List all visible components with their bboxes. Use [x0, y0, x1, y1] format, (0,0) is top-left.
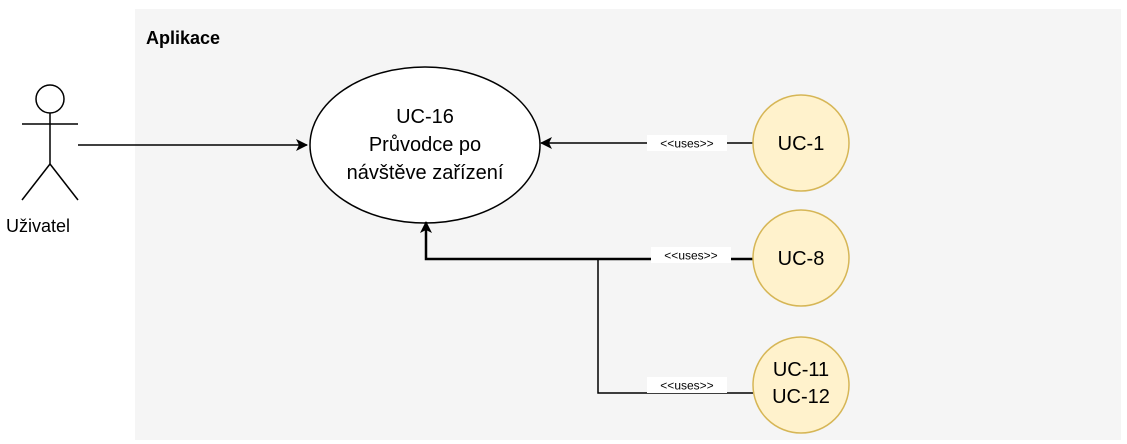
- use-case-uc16-line-1: UC-16: [396, 106, 454, 128]
- use-case-uc1: UC-1: [752, 94, 850, 192]
- relation-uc8-label-bg: [651, 247, 731, 263]
- relation-uc1-label: <<uses>>: [660, 137, 713, 151]
- relation-uc11-label: <<uses>>: [660, 379, 713, 393]
- use-case-uc8: UC-8: [752, 209, 850, 307]
- use-case-uc16: UC-16 Průvodce po návštěve zařízení: [309, 66, 541, 224]
- actor-left-leg: [21, 163, 51, 201]
- use-case-uc11-label: UC-11: [773, 359, 829, 381]
- relation-uc8-uc11: <<uses>> <<uses>>: [420, 221, 753, 394]
- use-case-uc16-line-3: návštěve zařízení: [347, 162, 504, 184]
- actor-figure: [21, 84, 79, 201]
- use-case-uc8-shape: [752, 209, 850, 307]
- use-case-uc1-label: UC-1: [778, 133, 825, 155]
- system-boundary: [135, 9, 1121, 440]
- use-case-uc8-label: UC-8: [778, 248, 825, 270]
- relation-uc8-line: [420, 221, 753, 261]
- relation-uc11-line: [597, 259, 753, 394]
- actor-head: [35, 84, 65, 114]
- actor-right-leg: [49, 163, 79, 201]
- relation-uc1: <<uses>>: [540, 135, 753, 151]
- use-case-uc11-uc12: UC-11 UC-12: [752, 336, 850, 434]
- use-case-uc11-uc12-shape: [752, 336, 850, 434]
- actor-label: Uživatel: [6, 216, 71, 236]
- relation-uc8-label: <<uses>>: [664, 249, 717, 263]
- system-title: Aplikace: [146, 28, 221, 48]
- relation-uc1-label-bg: [647, 135, 727, 151]
- use-case-uc1-shape: [752, 94, 850, 192]
- relation-uc11-label-bg: [647, 377, 727, 393]
- use-case-uc12-label: UC-12: [772, 386, 830, 408]
- use-case-uc16-line-2: Průvodce po: [369, 134, 481, 156]
